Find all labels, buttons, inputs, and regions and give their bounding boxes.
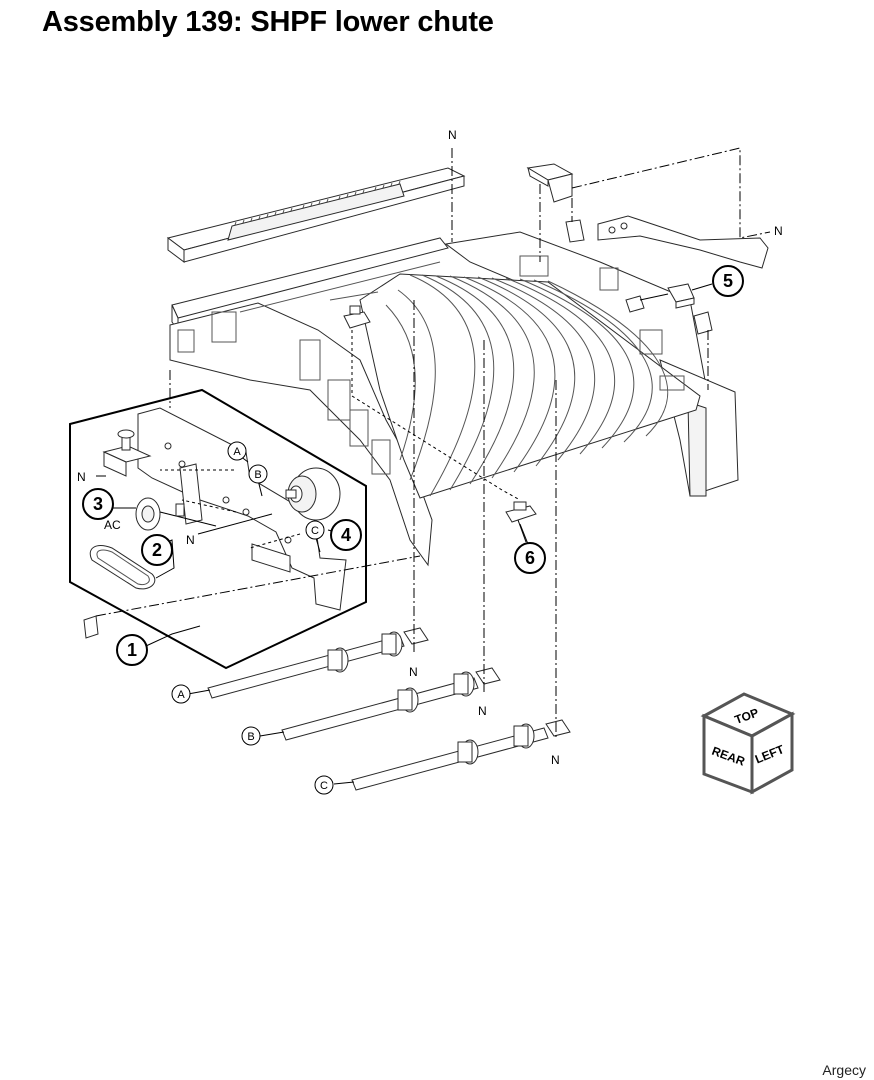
- label-ac: AC: [104, 518, 121, 532]
- small-cover-top: [565, 219, 585, 243]
- letter-c-shaft-label: C: [320, 780, 328, 792]
- label-n-drive: N: [186, 533, 195, 547]
- roller-shaft-b: [281, 667, 501, 741]
- page-title: Assembly 139: SHPF lower chute: [42, 6, 494, 38]
- letter-callout-a-frame: A: [227, 441, 247, 461]
- callout-3-label: 3: [93, 494, 103, 514]
- label-n-shaft-a: N: [409, 665, 418, 679]
- letter-callout-a-shaft: A: [171, 684, 191, 704]
- upper-right-bracket: [526, 163, 574, 203]
- letter-callout-b-shaft: B: [241, 726, 261, 746]
- roller-shaft-c: [351, 719, 571, 791]
- callout-2-label: 2: [152, 540, 162, 560]
- callout-6-label: 6: [525, 548, 535, 568]
- assembly-leader-lines: [95, 147, 771, 785]
- actuator-part6: [505, 501, 537, 543]
- callout-4-label: 4: [341, 525, 351, 545]
- watermark: Argecy: [822, 1062, 866, 1078]
- callout-4: 4: [330, 519, 362, 551]
- label-n-bracket: N: [77, 470, 86, 484]
- letter-c-frame-label: C: [311, 525, 319, 537]
- letter-a-frame-label: A: [233, 446, 241, 458]
- roller-shaft-a: [207, 627, 429, 699]
- label-n-shaft-c: N: [551, 753, 560, 767]
- letter-a-shaft-label: A: [177, 689, 185, 701]
- rear-mounting-plate: [597, 215, 769, 269]
- sensor-switch-part5: [625, 283, 695, 313]
- letter-b-shaft-label: B: [247, 731, 254, 743]
- callout-1-label: 1: [127, 640, 137, 660]
- callout-1: 1: [116, 634, 148, 666]
- drive-assembly-outline: [69, 388, 367, 670]
- lower-chute-frame: [169, 231, 739, 567]
- letter-callout-b-frame: B: [248, 464, 268, 484]
- gear-part3: [135, 497, 217, 531]
- top-cover-bar: [166, 167, 466, 263]
- drive-belt-part2: [89, 545, 156, 590]
- callout-5: 5: [712, 265, 744, 297]
- drive-bracket-screw: [102, 429, 152, 477]
- motor-part4: [285, 467, 341, 521]
- letter-b-frame-label: B: [254, 469, 261, 481]
- letter-callout-c-shaft: C: [314, 775, 334, 795]
- chute-sensor-bracket: [343, 305, 371, 329]
- callout-2: 2: [141, 534, 173, 566]
- drive-side-frame: [137, 407, 347, 611]
- letter-callout-c-frame: C: [305, 520, 325, 540]
- callout-3: 3: [82, 488, 114, 520]
- small-cover-right: [693, 311, 713, 335]
- callout-5-label: 5: [723, 271, 733, 291]
- label-n-shaft-b: N: [478, 704, 487, 718]
- label-n-right: N: [774, 224, 783, 238]
- small-spacer: [83, 615, 99, 639]
- label-n-top: N: [448, 128, 457, 142]
- orientation-cube: TOP REAR LEFT: [700, 692, 796, 795]
- callout-6: 6: [514, 542, 546, 574]
